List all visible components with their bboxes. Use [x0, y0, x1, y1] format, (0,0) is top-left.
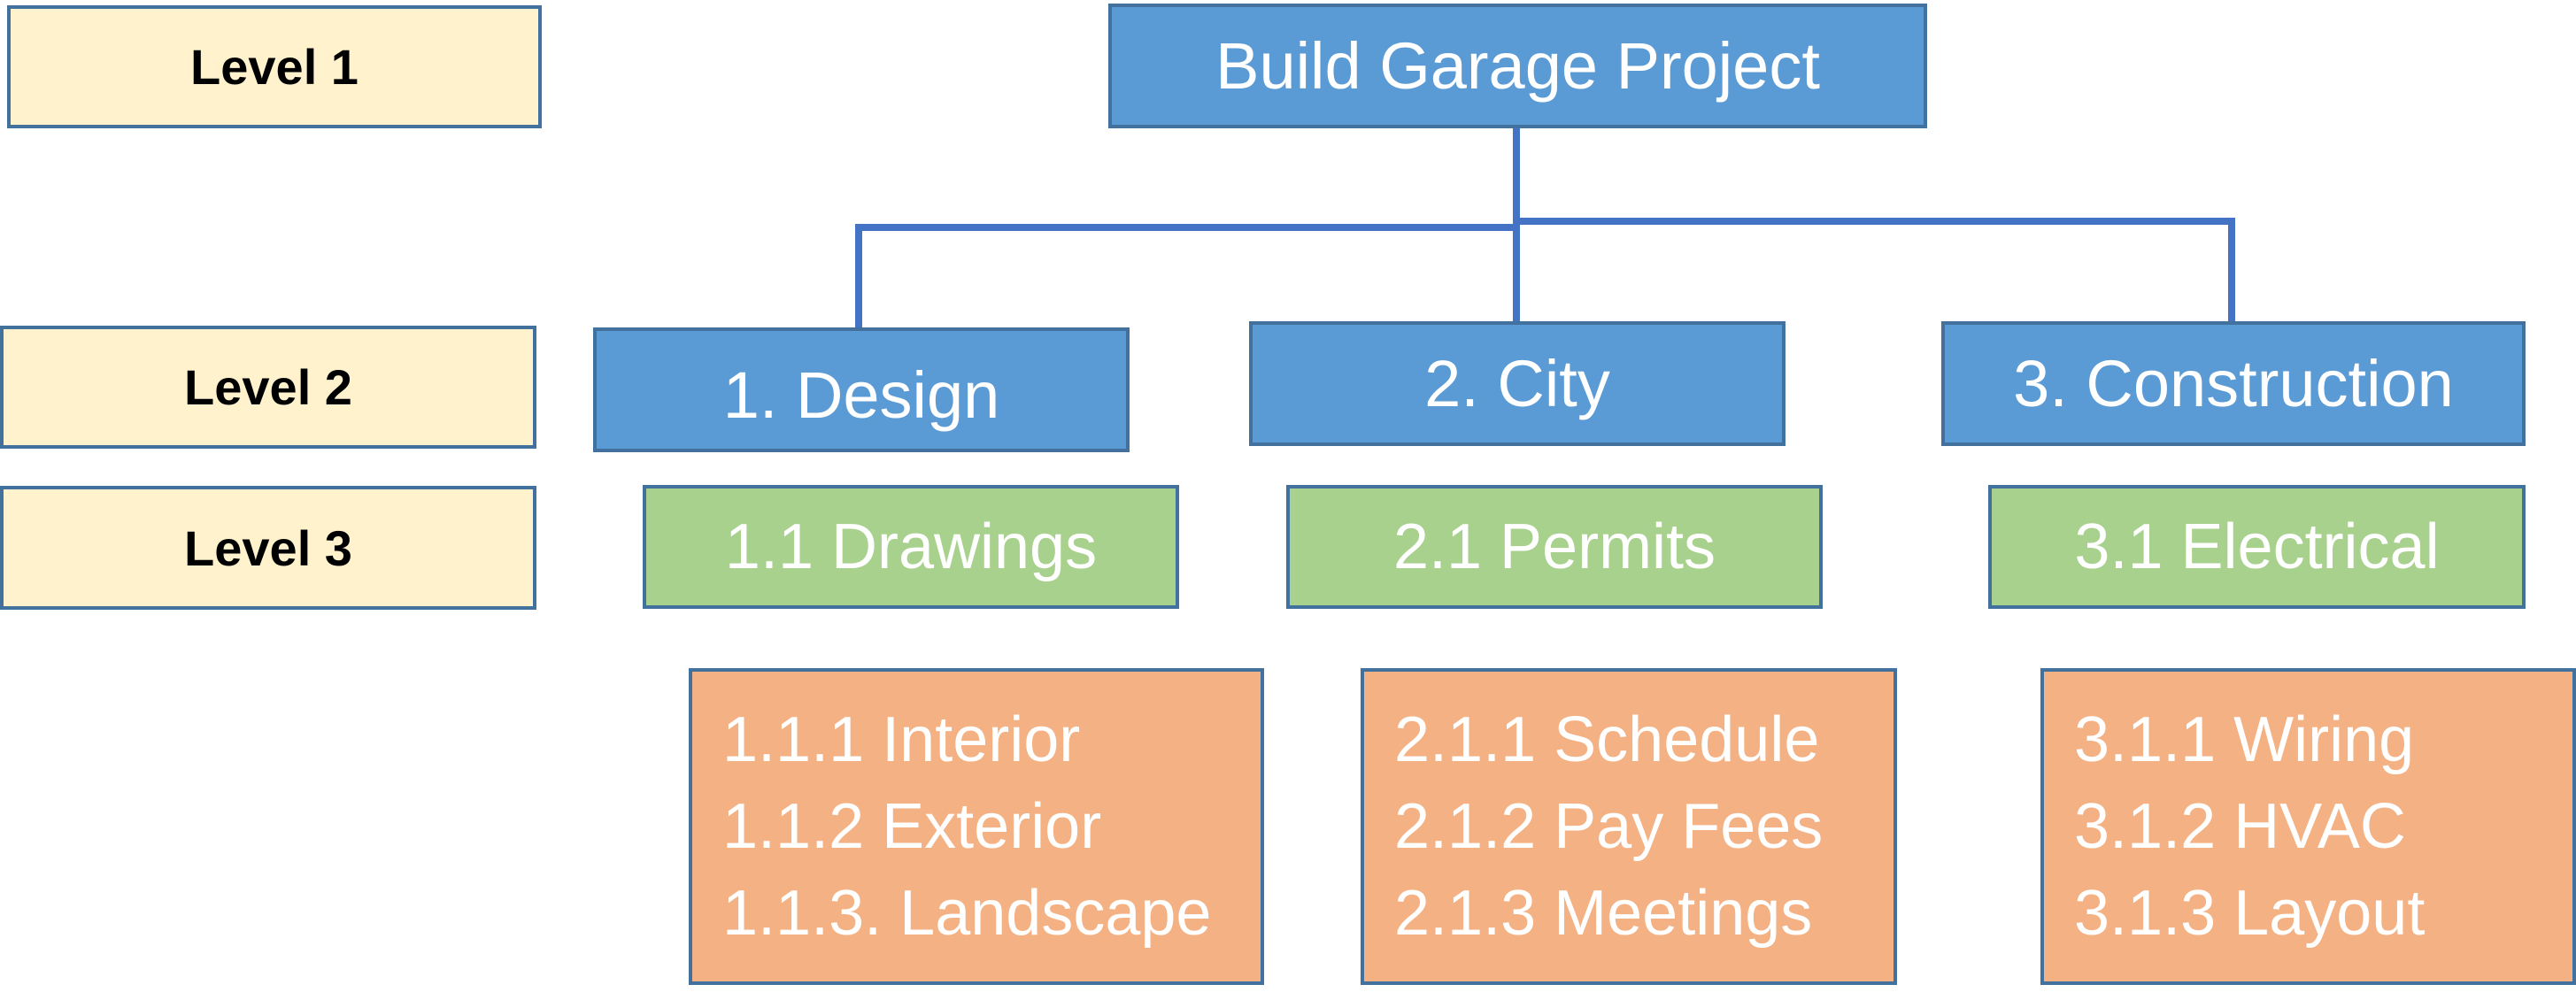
node-construction: 3. Construction	[1941, 321, 2526, 446]
task-item: 1.1.3. Landscape	[722, 878, 1212, 949]
node-design: 1. Design	[593, 327, 1130, 452]
task-item: 3.1.1 Wiring	[2074, 704, 2415, 775]
connector-design	[855, 224, 1516, 327]
tasks-construction: 3.1.1 Wiring 3.1.2 HVAC 3.1.3 Layout	[2040, 668, 2576, 985]
root-node: Build Garage Project	[1108, 4, 1927, 128]
task-item: 2.1.2 Pay Fees	[1394, 791, 1824, 862]
task-item: 2.1.1 Schedule	[1394, 704, 1820, 775]
level-3-label: Level 3	[0, 486, 536, 610]
task-item: 3.1.2 HVAC	[2074, 791, 2406, 862]
level-1-label: Level 1	[7, 5, 542, 128]
node-city: 2. City	[1249, 321, 1785, 446]
task-item: 3.1.3 Layout	[2074, 878, 2426, 949]
connector-construction	[1516, 218, 2235, 322]
task-item: 1.1.1 Interior	[722, 704, 1081, 775]
level-2-label: Level 2	[0, 326, 536, 449]
sub-permits: 2.1 Permits	[1286, 485, 1823, 609]
tasks-city: 2.1.1 Schedule 2.1.2 Pay Fees 2.1.3 Meet…	[1361, 668, 1897, 985]
sub-drawings: 1.1 Drawings	[643, 485, 1179, 609]
task-item: 1.1.2 Exterior	[722, 791, 1102, 862]
task-item: 2.1.3 Meetings	[1394, 878, 1813, 949]
sub-electrical: 3.1 Electrical	[1988, 485, 2526, 609]
tasks-design: 1.1.1 Interior 1.1.2 Exterior 1.1.3. Lan…	[689, 668, 1264, 985]
